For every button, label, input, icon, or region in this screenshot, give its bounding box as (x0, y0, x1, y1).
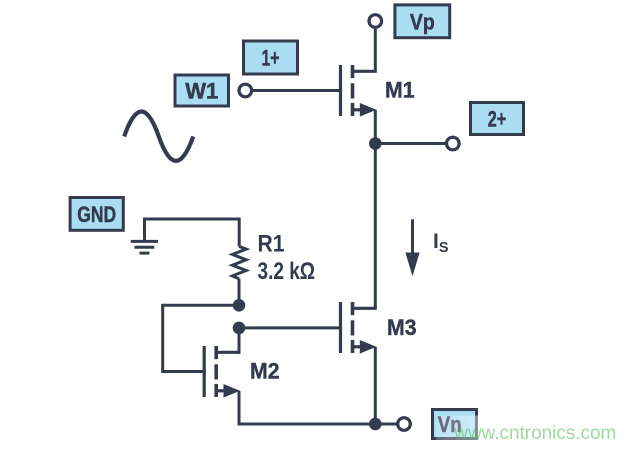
svg-text:GND: GND (77, 202, 116, 227)
svg-text:3.2 kΩ: 3.2 kΩ (258, 258, 316, 285)
svg-text:M2: M2 (250, 358, 280, 383)
svg-text:M3: M3 (387, 315, 417, 340)
svg-text:Vp: Vp (410, 9, 435, 34)
svg-text:R1: R1 (258, 230, 285, 257)
svg-text:M1: M1 (385, 77, 415, 102)
svg-text:1+: 1+ (262, 46, 280, 71)
svg-text:2+: 2+ (488, 107, 507, 132)
svg-text:W1: W1 (185, 79, 218, 104)
svg-text:www.cntronics.com: www.cntronics.com (453, 423, 616, 444)
